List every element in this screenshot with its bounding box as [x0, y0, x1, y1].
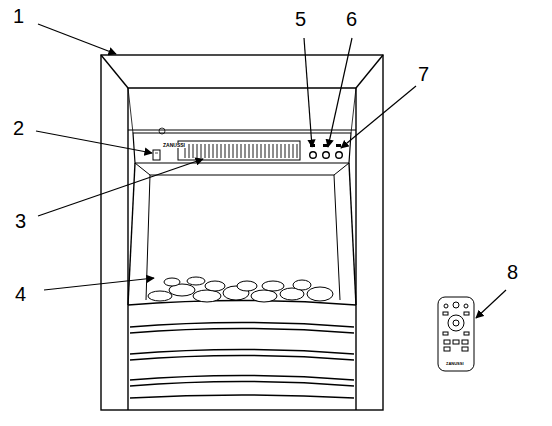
grille-slot	[233, 144, 234, 158]
callout-number: 4	[15, 284, 26, 304]
callout-number: 3	[15, 211, 26, 231]
grille-slot	[213, 144, 214, 158]
grille-slot	[201, 144, 202, 158]
grille-slot	[257, 144, 258, 158]
grille-slot	[189, 144, 190, 158]
grille-slot	[293, 144, 294, 158]
brand-logo: ZANUSSI	[162, 143, 186, 148]
grille-slot	[261, 144, 262, 158]
grille-slot	[241, 144, 242, 158]
grille-slot	[269, 144, 270, 158]
grille-slot	[265, 144, 266, 158]
grille-slot	[229, 144, 230, 158]
remote-control	[438, 297, 474, 371]
grille-slot	[253, 144, 254, 158]
grille-slot	[225, 144, 226, 158]
grille-slot	[289, 144, 290, 158]
grille-slot	[273, 144, 274, 158]
grille-slot	[285, 144, 286, 158]
grille-slot	[217, 144, 218, 158]
callout-number: 5	[295, 9, 306, 29]
grille-slot	[237, 144, 238, 158]
grille-slot	[205, 144, 206, 158]
leader-lines	[36, 24, 506, 318]
brand-logo: ZANUSSI	[446, 362, 464, 366]
callout-number: 6	[346, 9, 357, 29]
grille-slot	[221, 144, 222, 158]
callout-number: 8	[507, 262, 518, 282]
grille-slot	[297, 144, 298, 158]
grille-slot	[277, 144, 278, 158]
grille-slot	[197, 144, 198, 158]
callout-number: 2	[13, 118, 24, 138]
callout-number: 1	[13, 6, 24, 26]
pebbles	[148, 277, 333, 302]
fireplace-body	[101, 55, 383, 410]
grille-slot	[281, 144, 282, 158]
grille-slot	[209, 144, 210, 158]
grille-slot	[245, 144, 246, 158]
grille-slot	[249, 144, 250, 158]
callout-number: 7	[418, 64, 429, 84]
heater-grille	[185, 144, 297, 158]
grille-slot	[193, 144, 194, 158]
